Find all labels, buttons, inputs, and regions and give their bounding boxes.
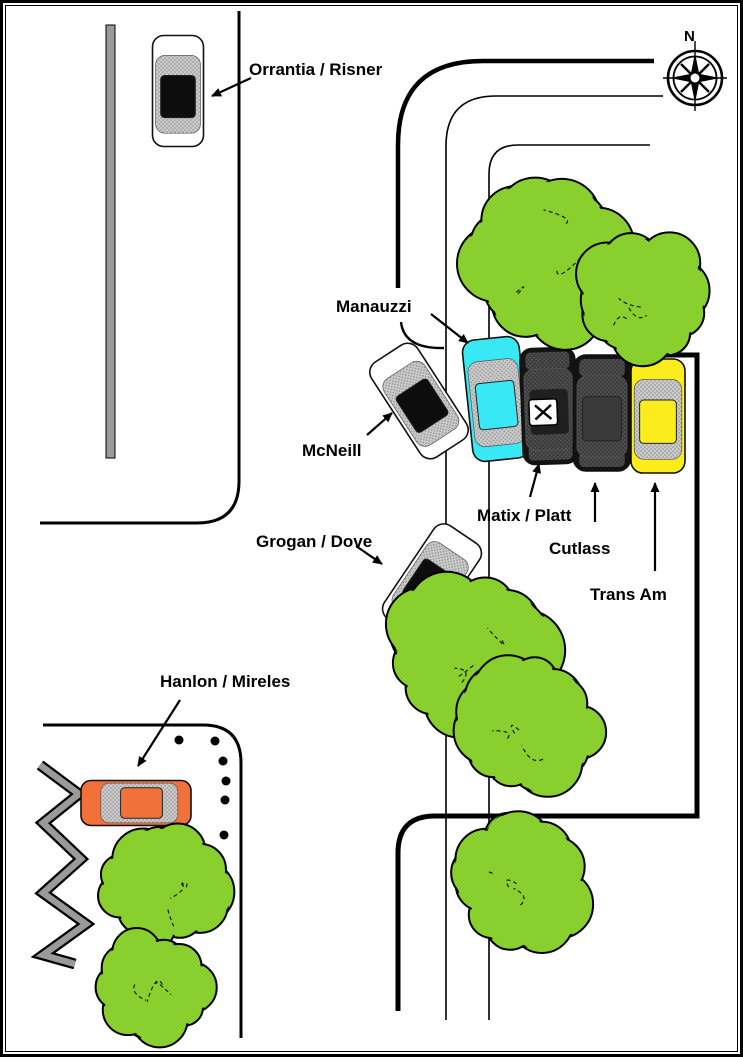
curve-manauzzi-path (399, 321, 445, 350)
tree-detail (181, 882, 188, 888)
tree (575, 231, 711, 368)
tree (97, 822, 236, 950)
tree-detail (454, 667, 467, 683)
car-orrantia-risner (151, 34, 205, 148)
road-lane-line-right (488, 144, 650, 1020)
car-hood (579, 359, 625, 377)
path-dot (220, 795, 230, 805)
dotted-path (174, 735, 231, 840)
car-roof (395, 378, 449, 433)
tree-detail (515, 286, 525, 295)
vehicle-label-cutlass: Cutlass (549, 539, 611, 558)
tree-bump-fill (469, 831, 569, 931)
tree-detail (169, 883, 184, 899)
vehicle-label-manauzzi: Manauzzi (336, 297, 412, 316)
compass-hub (688, 71, 702, 85)
tree-detail (513, 887, 525, 906)
road-edge-left-corner (40, 11, 241, 525)
car-roof (639, 399, 677, 444)
car-manauzzi (461, 335, 531, 463)
vehicle-label-hanlon-mireles: Hanlon / Mireles (160, 672, 291, 691)
tree-detail (521, 745, 544, 762)
tree-detail (167, 909, 175, 927)
tree-detail (492, 730, 510, 739)
path-dot (210, 736, 220, 746)
road-edge-bottom-left-corner (43, 723, 243, 1038)
tree-bump-fill (480, 677, 580, 777)
tree (450, 810, 595, 954)
tree-detail (505, 879, 518, 888)
tree-detail (488, 871, 493, 874)
tree (452, 654, 608, 798)
path-dot (221, 776, 231, 786)
path-dot (174, 735, 184, 745)
path-dot (218, 756, 228, 766)
arrow-mcneill (366, 412, 393, 436)
car-roof (160, 74, 196, 119)
vehicle-label-matix-platt: Matix / Platt (477, 506, 572, 525)
arrow-hanlon-mireles (137, 699, 181, 767)
arrow-matix-platt (528, 463, 541, 498)
arrow-grogan-dove (355, 545, 383, 565)
road-median-stripe (105, 24, 116, 459)
tree-detail (618, 298, 641, 308)
vehicles-layer (80, 34, 686, 827)
tree-detail (628, 307, 648, 319)
compass-outer-ring (666, 49, 724, 107)
tree-detail (510, 724, 520, 736)
car-roof (120, 787, 163, 819)
tree-detail (487, 627, 505, 646)
roads-layer (40, 11, 700, 1038)
tree (94, 927, 218, 1049)
tree-bump-fill (599, 251, 689, 341)
car-mcneill (369, 342, 469, 460)
trees-layer (94, 176, 711, 1049)
tree-detail (556, 259, 579, 275)
car-trans-am (630, 358, 686, 474)
tree-detail (133, 984, 147, 1001)
road-lane-line-left (445, 95, 663, 1020)
vehicle-label-trans-am: Trans Am (590, 585, 667, 604)
arrow-manauzzi (430, 313, 469, 344)
tree-detail (543, 209, 569, 225)
compass-icon (663, 41, 727, 111)
tree-bump-fill (114, 947, 192, 1025)
car-roof (582, 396, 622, 442)
scene-canvas (30, 11, 727, 1049)
car-hanlon-mireles (80, 779, 192, 827)
arrow-orrantia-risner (211, 77, 252, 97)
compass-north-label: N (684, 28, 695, 45)
tree-detail (612, 316, 628, 327)
car-hood (525, 351, 570, 371)
road-edge-top-curve (395, 58, 654, 288)
path-dot (219, 830, 229, 840)
tree-detail (455, 664, 474, 679)
vehicle-label-mcneill: McNeill (302, 441, 362, 460)
impact-x-marker (528, 398, 559, 427)
vehicle-label-grogan-dove: Grogan / Dove (256, 532, 373, 551)
annotation-arrows (137, 77, 660, 767)
zigzag-barrier (35, 762, 92, 968)
car-roof (474, 379, 519, 431)
tree-bump-fill (117, 843, 205, 931)
road-edge-right (395, 352, 700, 1011)
tree-detail (155, 981, 172, 996)
vehicle-label-orrantia-risner: Orrantia / Risner (249, 60, 383, 79)
x-marker-cross (534, 404, 553, 421)
car-cutlass (572, 354, 632, 472)
car-matix-platt (519, 346, 579, 466)
